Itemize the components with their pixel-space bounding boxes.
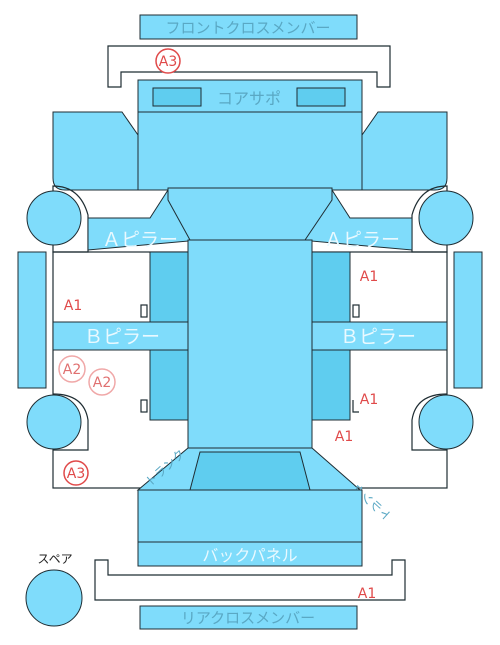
core-support-left-slot: [152, 87, 202, 107]
windshield-frame[interactable]: [167, 187, 333, 241]
core-support-right-slot: [296, 87, 346, 107]
spare-tire[interactable]: [25, 569, 83, 627]
rear-member-bracket: [94, 559, 406, 601]
a1-bottom-marker[interactable]: A1: [358, 586, 376, 602]
spare-label: スペア: [37, 552, 72, 566]
left-rear-wheel[interactable]: [26, 394, 82, 450]
a1-right-upper-marker[interactable]: A1: [360, 269, 378, 285]
roof-panel[interactable]: [187, 239, 313, 449]
a1-center-right-marker[interactable]: A1: [335, 429, 353, 445]
back-panel[interactable]: [137, 489, 363, 567]
right-side-sill[interactable]: [453, 251, 483, 389]
trunk-floor-center: [189, 451, 311, 491]
front-cross-member[interactable]: [139, 14, 358, 40]
a3-front-marker[interactable]: A3: [159, 54, 177, 70]
right-b-pillar-label: Ｂピラー: [340, 326, 416, 348]
left-b-pillar-label: Ｂピラー: [84, 326, 160, 348]
front-apron[interactable]: [137, 111, 363, 191]
a1-right-lower-marker[interactable]: A1: [360, 392, 378, 408]
left-front-door-mark: [140, 304, 148, 318]
core-support-label: コアサポ: [217, 89, 281, 108]
a2-left-1-marker[interactable]: A2: [63, 362, 81, 378]
front-member-bracket: [107, 45, 391, 88]
a2-left-1-marker-ring: [58, 355, 86, 383]
left-side-sill[interactable]: [17, 251, 47, 389]
right-a-pillar-label: Ａピラー: [324, 229, 400, 251]
right-rear-wheel-housing: [411, 393, 448, 451]
rear-cross-member-label: リアクロスメンバー: [181, 609, 315, 627]
right-rear-wheel[interactable]: [418, 394, 474, 450]
a2-left-2-marker-ring: [88, 368, 116, 396]
front-cross-member-label: フロントクロスメンバー: [165, 19, 330, 37]
a2-left-2-marker[interactable]: A2: [93, 375, 111, 391]
left-front-fender[interactable]: [52, 111, 139, 191]
right-b-pillar[interactable]: [311, 321, 448, 351]
right-front-wheel[interactable]: [418, 190, 474, 246]
right-rear-door-mark: [352, 400, 359, 413]
right-front-fender[interactable]: [361, 111, 448, 191]
left-a-pillar-label: Ａピラー: [102, 229, 178, 251]
a1-left-marker[interactable]: A1: [64, 298, 82, 314]
back-panel-label: バックパネル: [202, 546, 297, 565]
left-rear-wheel-housing: [52, 393, 89, 451]
a3-rear-marker[interactable]: A3: [67, 466, 85, 482]
left-front-wheel[interactable]: [26, 190, 82, 246]
a3-rear-marker-ring: [63, 460, 89, 486]
left-rear-door-mark: [140, 399, 148, 413]
a3-front-marker-ring: [155, 48, 181, 74]
rear-cross-member[interactable]: [139, 605, 358, 630]
right-front-door-mark: [352, 304, 360, 318]
left-b-pillar[interactable]: [52, 321, 189, 351]
